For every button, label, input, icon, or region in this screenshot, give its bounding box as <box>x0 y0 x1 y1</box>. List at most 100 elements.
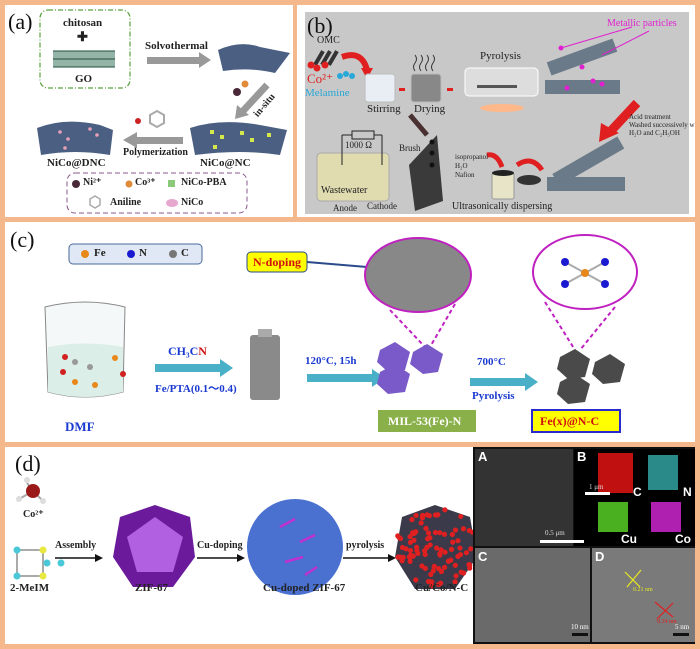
nanoparticle <box>441 531 448 537</box>
scale-bar-b <box>585 492 610 495</box>
legend-ni-icon <box>72 180 80 188</box>
d-spacing-1-label: 0.21 nm <box>633 587 653 593</box>
brush-icon <box>408 113 429 137</box>
arrow-in-situ <box>235 82 270 119</box>
ch3cn-label: CH₃CN <box>168 344 207 359</box>
d-spacing-2-label: 0.34 nm <box>657 619 677 625</box>
nanoparticle <box>410 530 416 536</box>
solvents-label: H₂O and C₂H₅OH <box>629 129 680 137</box>
metallic-particles <box>558 45 605 91</box>
haadf-image-a <box>475 449 573 546</box>
brush-label: Brush <box>399 143 421 153</box>
graphene-oxide-sheet <box>53 50 115 68</box>
legend-pba-label: NiCo-PBA <box>181 177 227 188</box>
scale-d-label: 5 nm <box>675 623 690 631</box>
micrograph-c-label: C <box>478 549 488 564</box>
panel-a-graphics <box>37 9 290 214</box>
nico-dnc-sheet <box>37 121 113 155</box>
ink-drops <box>429 139 435 168</box>
nanoparticle <box>428 579 435 585</box>
assembly-label: Assembly <box>55 540 97 551</box>
nico-dnc-label: NiCo@DNC <box>47 157 106 169</box>
nanoparticle <box>419 512 426 519</box>
vapor-icon <box>413 54 435 72</box>
curved-arrow-2 <box>515 158 545 172</box>
nanoparticle <box>438 580 444 586</box>
mil-label: MIL-53(Fe)-N <box>388 414 462 428</box>
product-label: Fe(x)@N-C <box>540 414 600 428</box>
nanoparticle <box>466 561 472 568</box>
legend-c-label: C <box>181 247 189 259</box>
arrow-c3 <box>470 373 538 391</box>
nanoparticle <box>425 530 432 536</box>
legend-co-icon <box>125 180 133 188</box>
nanoparticle <box>428 571 434 578</box>
red-arrow-down <box>605 99 641 137</box>
pointer-line-1 <box>560 26 633 49</box>
nanoparticle <box>413 577 419 583</box>
co-label: Co²⁺ <box>23 509 44 520</box>
nanoparticle <box>425 536 431 542</box>
panel-b-graphics <box>307 26 650 211</box>
nico-particles <box>58 127 99 150</box>
cu-doped-zif-67 <box>247 499 343 595</box>
nanoparticle <box>399 544 406 551</box>
nanoparticle <box>430 568 436 574</box>
drying-label: Drying <box>414 103 446 115</box>
scale-b-label: 1 μm <box>589 483 604 491</box>
nanoparticle <box>407 558 413 565</box>
meim-label: 2-MeIM <box>10 582 50 594</box>
catalyst-powder <box>517 175 541 185</box>
nanoparticle <box>452 562 458 568</box>
co-complex-icon <box>16 477 46 504</box>
metal-nanoparticles <box>395 507 476 589</box>
wastewater-label: Wastewater <box>321 185 368 196</box>
nanoparticle <box>426 513 433 519</box>
nanoparticle <box>436 565 442 572</box>
melamine-molecules <box>337 71 355 79</box>
nanoparticle <box>441 564 448 570</box>
nanoparticle <box>413 512 419 519</box>
resistor-label: 1000 Ω <box>345 140 372 150</box>
nanoparticle <box>395 554 401 560</box>
scale-bar-d <box>673 633 689 636</box>
aniline-n-atom <box>135 118 141 124</box>
zif-67-label: ZIF-67 <box>135 582 168 594</box>
tem-image-c <box>475 548 590 642</box>
n-doping-label: N-doping <box>253 255 302 269</box>
dispersion-vial <box>491 172 515 200</box>
eds-map-co <box>651 502 681 532</box>
nanoparticle <box>409 517 415 523</box>
cu-dopant-streaks <box>279 517 318 577</box>
resistor-icon <box>351 130 375 140</box>
nanoparticle <box>458 513 464 520</box>
cathode-label: Cathode <box>367 201 397 211</box>
heat-glow <box>480 104 524 112</box>
nanoparticle <box>442 549 448 555</box>
curved-arrow-3 <box>486 152 505 168</box>
ni-ion <box>233 88 241 96</box>
legend-nico-label: NiCo <box>181 197 204 208</box>
nanoparticle <box>429 583 435 589</box>
ultrasonic-label: Ultrasonically dispersing <box>452 201 553 212</box>
stirring-label: Stirring <box>367 103 401 115</box>
nanoparticle <box>453 573 459 579</box>
map-n-label: N <box>683 485 692 499</box>
nanoparticle <box>424 544 430 550</box>
lattice-marker-1 <box>624 569 642 588</box>
co-ions <box>307 61 329 72</box>
fe-n4-atoms <box>561 258 609 288</box>
ch3cn-text: CH₃C <box>168 344 199 358</box>
nanoparticle <box>442 507 448 513</box>
panel-c-label: (c) <box>10 227 35 252</box>
nc-sheet-top <box>218 44 290 73</box>
pyrolysis-label: Pyrolysis <box>472 390 515 402</box>
scale-a-label: 0.5 μm <box>545 529 565 537</box>
n-atom-icon <box>127 250 135 258</box>
panel-c: (c) Fe N C N-doping DMF CH₃CN Fe/PTA(0.1… <box>5 222 695 442</box>
hrtem-image-d <box>592 548 695 642</box>
pyrolysis-label: Pyrolysis <box>480 50 521 62</box>
panel-d: (d) Co²⁺ 2-MeIM Assembly ZIF-67 Cu-dopin… <box>5 447 695 644</box>
nanoparticle <box>432 512 439 518</box>
legend-box <box>66 172 248 214</box>
